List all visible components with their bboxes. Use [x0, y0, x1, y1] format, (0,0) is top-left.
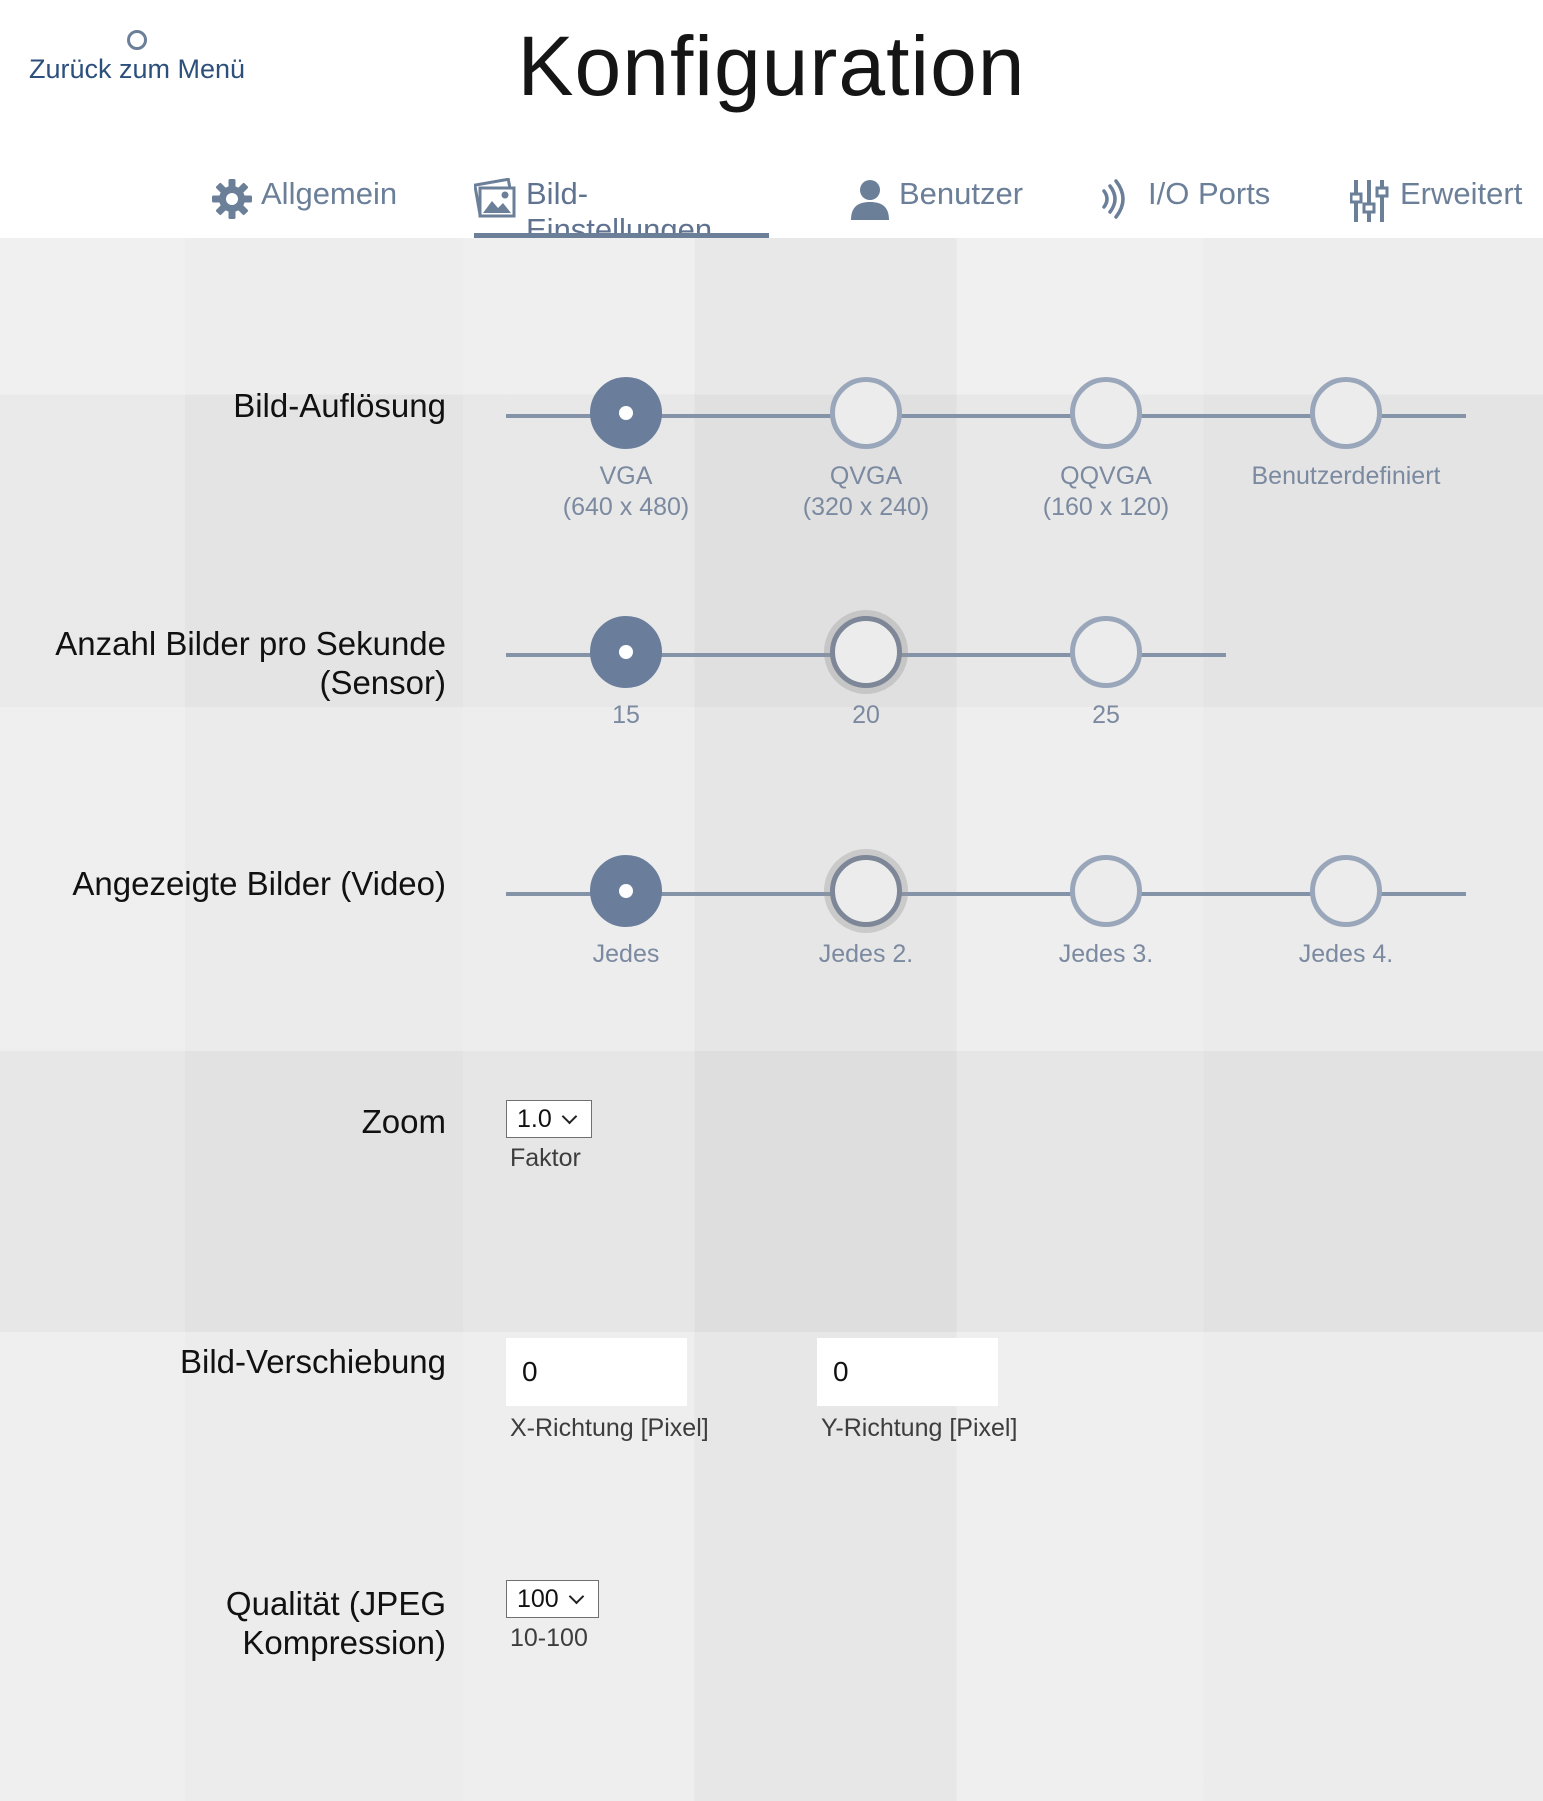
resolution-option-label: VGA	[599, 462, 653, 490]
resolution-option-label: QQVGA	[1060, 462, 1152, 490]
header: Zurück zum Menü Konfiguration	[0, 0, 1543, 247]
tab-allgemein-label: Allgemein	[261, 176, 398, 211]
quality-label-line2: Kompression)	[242, 1624, 446, 1661]
tab-bild-einstellungen[interactable]: Bild-Einstellungen	[473, 176, 769, 247]
fps-option-label: 25	[1092, 701, 1120, 729]
shift-x-input[interactable]	[506, 1338, 687, 1406]
resolution-option-sublabel: (640 x 480)	[562, 493, 690, 521]
resolution-option-label: Benutzerdefiniert	[1251, 462, 1441, 490]
radio-circle	[1310, 377, 1382, 449]
zoom-select-value: 1.0	[517, 1104, 552, 1133]
radio-circle	[830, 855, 902, 927]
radio-circle	[1070, 855, 1142, 927]
radio-circle	[590, 377, 662, 449]
radio-circle	[830, 377, 902, 449]
tab-benutzer-label: Benutzer	[899, 176, 1024, 211]
tab-bar: Allgemein Bild-Einstellungen Benutze	[0, 176, 1543, 247]
chevron-down-icon	[568, 1588, 584, 1604]
quality-label-line1: Qualität (JPEG	[225, 1585, 446, 1622]
video-option-every-2nd[interactable]: Jedes 2.	[746, 855, 986, 970]
image-icon	[473, 177, 518, 228]
fps-option-25[interactable]: 25	[986, 616, 1226, 731]
quality-select-value: 100	[517, 1584, 559, 1613]
tab-erweitert-label: Erweitert	[1400, 176, 1523, 211]
video-option-every[interactable]: Jedes	[506, 855, 746, 970]
shift-label: Bild-Verschiebung	[180, 1343, 446, 1380]
shift-y-input[interactable]	[817, 1338, 998, 1406]
video-option-label: Jedes 4.	[1298, 940, 1394, 968]
radio-circle	[590, 855, 662, 927]
video-option-label: Jedes 2.	[818, 940, 914, 968]
resolution-option-label: QVGA	[829, 462, 903, 490]
resolution-option-qvga[interactable]: QVGA (320 x 240)	[746, 377, 986, 523]
zoom-label: Zoom	[361, 1103, 446, 1140]
back-to-menu-label: Zurück zum Menü	[28, 54, 246, 84]
fps-option-label: 15	[612, 701, 640, 729]
video-option-every-4th[interactable]: Jedes 4.	[1226, 855, 1466, 970]
back-to-menu-link[interactable]: Zurück zum Menü	[22, 30, 252, 85]
resolution-option-qqvga[interactable]: QQVGA (160 x 120)	[986, 377, 1226, 523]
video-option-label: Jedes 3.	[1058, 940, 1154, 968]
radio-circle	[830, 616, 902, 688]
resolution-track	[506, 414, 1466, 418]
tab-io-ports-label: I/O Ports	[1148, 176, 1271, 211]
radio-circle	[1070, 616, 1142, 688]
video-radio-group: Jedes Jedes 2. Jedes 3. Jedes 4.	[506, 855, 1466, 1052]
fps-label: Anzahl Bilder pro Sekunde (Sensor)	[6, 624, 446, 702]
shift-x-label: X-Richtung [Pixel]	[510, 1414, 709, 1442]
radio-circle	[1310, 855, 1382, 927]
shift-y-label: Y-Richtung [Pixel]	[821, 1414, 1018, 1442]
fps-label-line2: (Sensor)	[319, 664, 446, 701]
fps-option-15[interactable]: 15	[506, 616, 746, 731]
video-track	[506, 892, 1466, 896]
tab-io-ports[interactable]: I/O Ports	[1098, 176, 1270, 238]
back-circle-icon	[127, 30, 147, 50]
user-icon	[849, 178, 891, 228]
fps-radio-group: 15 20 25	[506, 616, 1226, 813]
tab-allgemein[interactable]: Allgemein	[211, 176, 397, 238]
signal-icon	[1098, 178, 1132, 228]
gear-icon	[211, 178, 253, 228]
resolution-option-sublabel: (160 x 120)	[1042, 493, 1170, 521]
fps-option-label: 20	[852, 701, 880, 729]
video-label: Angezeigte Bilder (Video)	[72, 865, 446, 902]
settings-panel: Bild-Auflösung VGA (640 x 480) QVGA (320…	[0, 238, 1543, 1801]
chevron-down-icon	[561, 1108, 578, 1124]
resolution-option-vga[interactable]: VGA (640 x 480)	[506, 377, 746, 523]
fps-option-20[interactable]: 20	[746, 616, 986, 731]
zoom-unit-label: Faktor	[510, 1144, 581, 1172]
fps-label-line1: Anzahl Bilder pro Sekunde	[55, 625, 446, 662]
video-option-every-3rd[interactable]: Jedes 3.	[986, 855, 1226, 970]
video-option-label: Jedes	[592, 940, 660, 968]
zoom-select[interactable]: 1.0	[506, 1100, 592, 1138]
radio-circle	[1070, 377, 1142, 449]
resolution-option-sublabel: (320 x 240)	[802, 493, 930, 521]
resolution-radio-group: VGA (640 x 480) QVGA (320 x 240) QQVGA (…	[506, 377, 1466, 574]
resolution-label: Bild-Auflösung	[233, 387, 446, 424]
quality-label: Qualität (JPEG Kompression)	[6, 1584, 446, 1662]
quality-range-label: 10-100	[510, 1624, 588, 1652]
quality-select[interactable]: 100	[506, 1580, 599, 1618]
tab-benutzer[interactable]: Benutzer	[849, 176, 1023, 238]
radio-circle	[590, 616, 662, 688]
sliders-icon	[1349, 178, 1392, 230]
page-title: Konfiguration	[517, 19, 1026, 113]
tab-erweitert[interactable]: Erweitert	[1349, 176, 1523, 238]
resolution-option-custom[interactable]: Benutzerdefiniert	[1226, 377, 1466, 492]
